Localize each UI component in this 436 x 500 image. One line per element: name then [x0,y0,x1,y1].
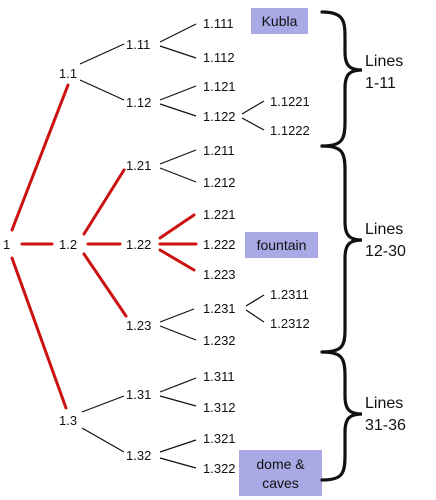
edge-1.2-to-1.21 [82,168,126,236]
edge-1.3-to-1.32 [81,427,125,453]
node-1.122: 1.122 [203,109,236,124]
kubla-label: Kubla [262,13,298,29]
node-1.322: 1.322 [203,461,236,476]
edge-1.2-to-1.23 [82,252,128,318]
brace-lines-12-30 [320,144,363,354]
range-3-lines: 31-36 [365,417,406,434]
dome-caves-label-line2: caves [262,475,299,491]
node-1.2: 1.2 [59,237,77,252]
node-1.211: 1.211 [203,143,235,158]
node-1.223: 1.223 [203,267,236,282]
node-1.2311: 1.2311 [270,287,309,302]
edge-1.31-to-1.312 [159,395,197,407]
edge-1.122-to-1.1222 [241,117,265,131]
fountain-label: fountain [257,237,307,253]
node-1.22: 1.22 [126,237,151,252]
node-1.31: 1.31 [126,387,151,402]
edge-1.32-to-1.322 [159,457,197,469]
node-1.11: 1.11 [126,37,150,52]
brace-lines-1-11 [320,10,363,148]
node-1.212: 1.212 [203,175,236,190]
range-3-title: Lines [365,395,403,412]
node-1.1: 1.1 [59,66,77,81]
node-1.232: 1.232 [203,333,236,348]
edge-1.21-to-1.211 [159,149,197,165]
edge-1.231-to-1.2311 [245,294,265,307]
node-1.3: 1.3 [59,413,77,428]
node-1.23: 1.23 [126,318,151,333]
edge-1.12-to-1.121 [159,85,197,101]
dome-caves-box [239,450,322,496]
node-1.2312: 1.2312 [270,316,310,331]
node-1: 1 [3,237,10,252]
edge-1.21-to-1.212 [159,167,197,183]
edge-1.11-to-1.111 [159,23,197,43]
node-1.111: 1.111 [203,16,234,31]
edge-1.3-to-1.31 [81,395,125,413]
edge-1.23-to-1.232 [159,325,197,341]
node-1.1221: 1.1221 [270,94,310,109]
node-1.121: 1.121 [203,79,236,94]
edge-1.32-to-1.321 [159,439,197,453]
edge-1-to-1.1 [10,83,70,232]
range-1-lines: 1-11 [365,75,396,92]
node-1.12: 1.12 [126,95,151,110]
node-1.311: 1.311 [203,369,235,384]
node-1.1222: 1.1222 [270,123,310,138]
edge-1-to-1.3 [10,256,68,410]
edge-1.1-to-1.12 [79,79,125,101]
edge-1.12-to-1.122 [159,103,197,117]
edge-1.11-to-1.112 [159,45,197,59]
edge-1.231-to-1.2312 [245,309,265,323]
brace-lines-31-36 [320,350,363,482]
dome-caves-label-line1: dome & [256,456,305,472]
edge-1.1-to-1.11 [79,43,125,65]
node-1.112: 1.112 [203,50,235,65]
range-1-title: Lines [365,53,403,70]
range-2-lines: 12-30 [365,243,406,260]
node-1.32: 1.32 [126,448,151,463]
node-1.21: 1.21 [126,158,151,173]
edge-1.23-to-1.231 [159,308,195,323]
edge-1.22-to-1.223 [158,248,196,272]
edge-1.122-to-1.1221 [241,100,265,115]
node-1.321: 1.321 [203,431,236,446]
node-1.312: 1.312 [203,400,236,415]
edge-1.22-to-1.221 [158,213,196,240]
node-1.231: 1.231 [203,301,236,316]
edge-1.31-to-1.311 [159,377,197,393]
range-2-title: Lines [365,221,403,238]
kubla-box [251,8,308,34]
node-1.222: 1.222 [203,237,236,252]
fountain-box [245,232,318,258]
node-1.221: 1.221 [203,207,236,222]
